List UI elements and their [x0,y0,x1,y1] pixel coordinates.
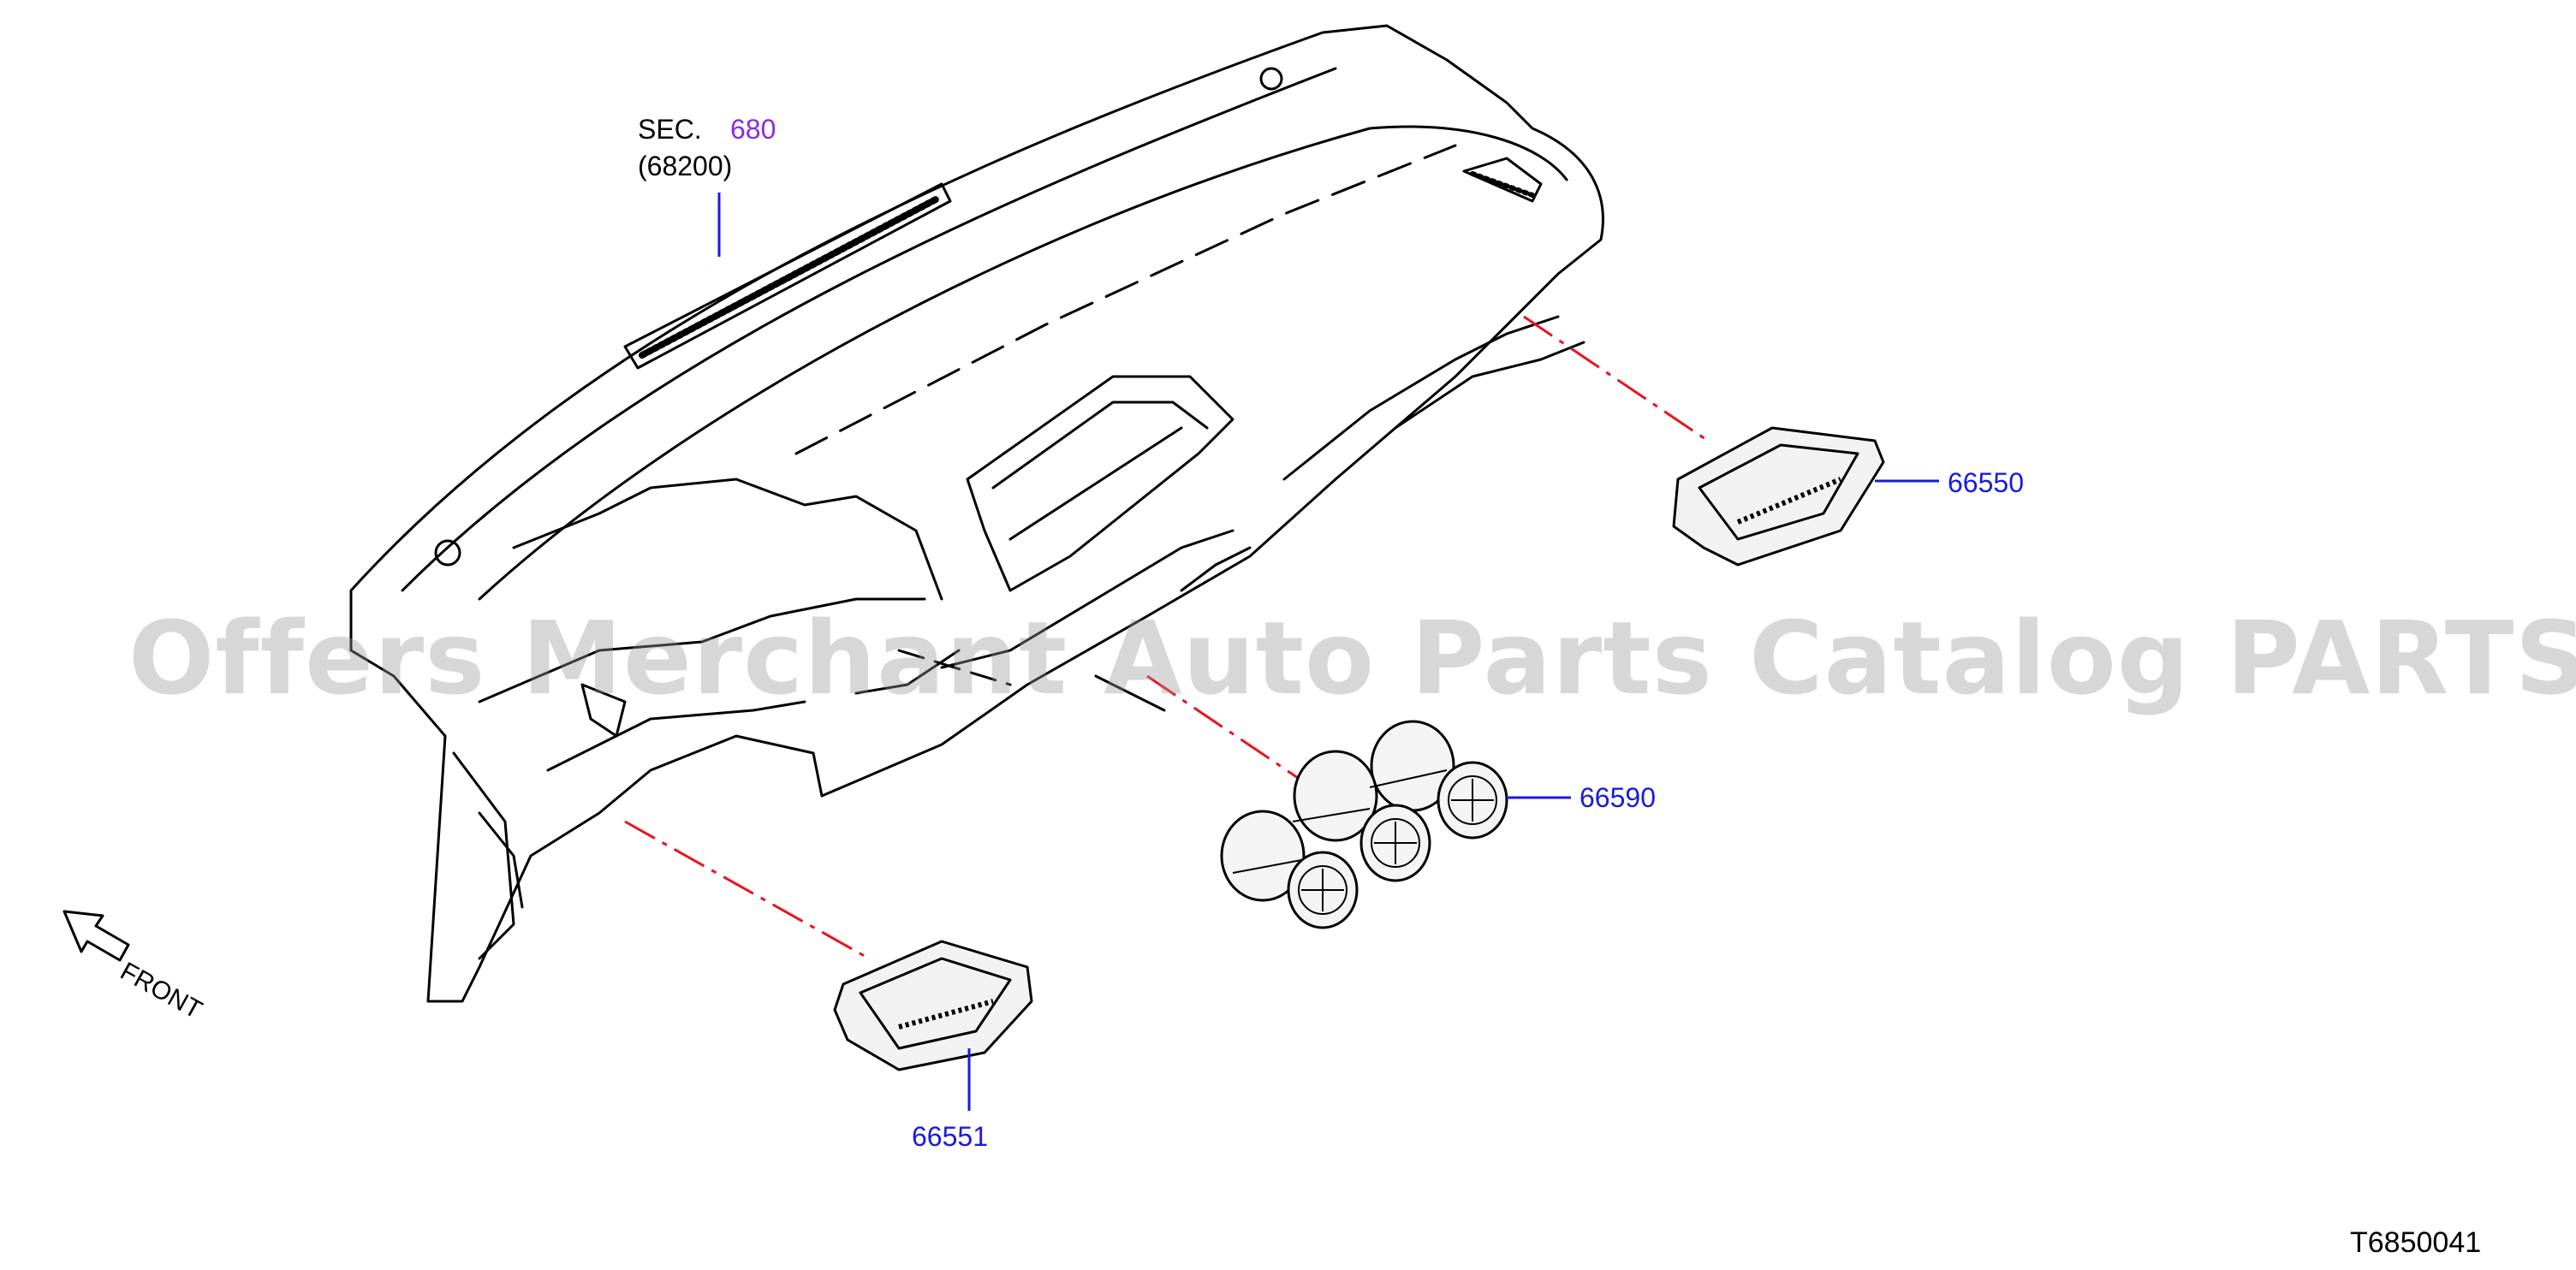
vent-66550 [1672,426,1885,567]
vent-66590 [1220,720,1508,929]
figure-code: T6850041 [2350,1226,2482,1259]
centerline-66551 [624,820,870,960]
section-prefix: SEC. [638,114,702,145]
part-number-66551[interactable]: 66551 [912,1121,988,1152]
section-number-link[interactable]: 680 [730,114,776,145]
front-arrow-icon [62,910,130,962]
part-number-66590[interactable]: 66590 [1580,782,1656,813]
defroster-grille [623,182,952,370]
dashboard-panel [349,24,1604,1003]
part-number-66550[interactable]: 66550 [1948,467,2024,498]
watermark: Offers Merchant Auto Parts Catalog PARTS… [128,599,2576,717]
centerline-66550 [1523,315,1709,442]
section-subnumber: (68200) [638,151,733,181]
vent-66551 [833,940,1033,1071]
centerline-66590 [1146,674,1306,785]
center-opening [966,375,1234,592]
